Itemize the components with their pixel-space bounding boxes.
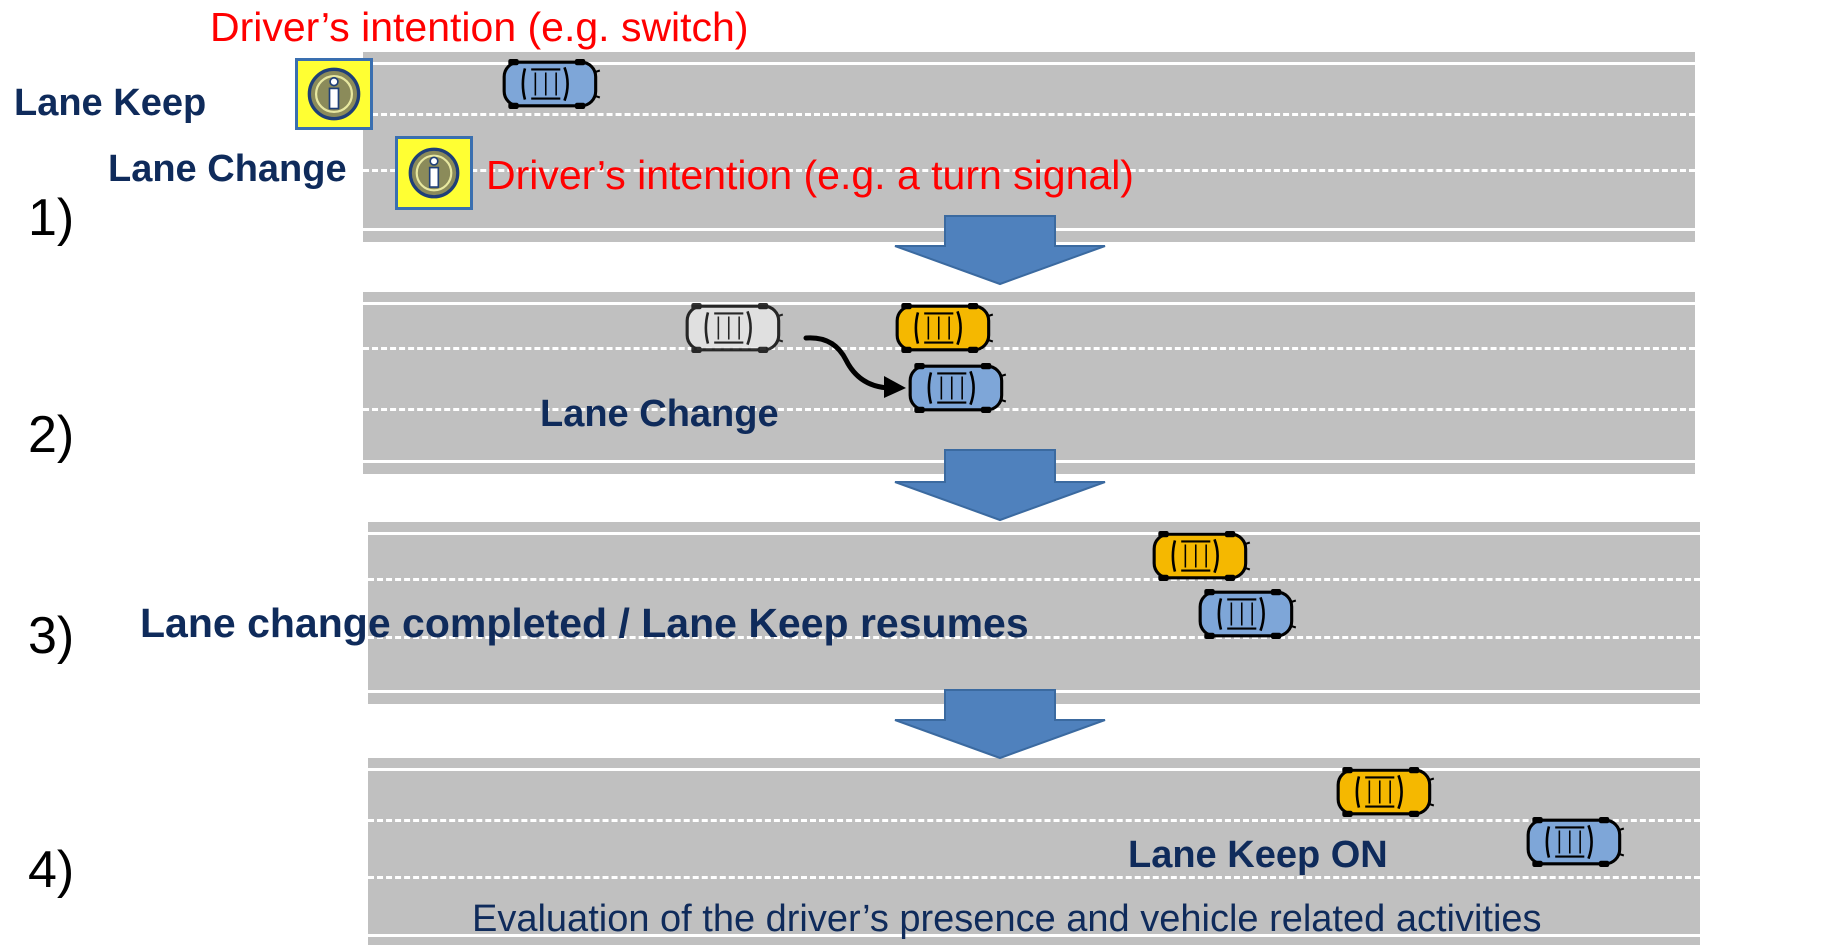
step-number-3: 3) (28, 607, 75, 665)
info-icon (395, 136, 473, 210)
other-car-icon (1334, 766, 1438, 818)
road-edge (368, 532, 1700, 535)
road-edge (363, 302, 1695, 305)
curved-arrow-icon (803, 335, 906, 398)
lane-marking (363, 347, 1695, 350)
down-arrow-icon (894, 689, 1106, 760)
ghost-car-icon (683, 302, 787, 354)
road-edge (363, 62, 1695, 65)
other-car-icon (1150, 530, 1254, 582)
down-arrow-icon (894, 449, 1106, 522)
road-step-4 (368, 758, 1700, 945)
down-arrow-icon (894, 215, 1106, 286)
step-number-2: 2) (28, 406, 75, 464)
ego-car-icon (906, 362, 1010, 414)
lane-marking (368, 819, 1700, 822)
lane-marking (368, 578, 1700, 581)
lane-keep-on-label: Lane Keep ON (1128, 834, 1388, 876)
lane-marking (368, 636, 1700, 639)
intention-turn-signal-label: Driver’s intention (e.g. a turn signal) (486, 152, 1134, 198)
ego-car-icon (1524, 816, 1628, 868)
lane-change-completed-label: Lane change completed / Lane Keep resume… (140, 600, 1029, 646)
road-step-3 (368, 522, 1700, 704)
road-edge (368, 934, 1700, 937)
intention-switch-label: Driver’s intention (e.g. switch) (210, 4, 749, 50)
lane-marking (363, 113, 1695, 116)
step-number-1: 1) (28, 189, 75, 247)
lane-change-label: Lane Change (108, 148, 347, 190)
lane-keep-label: Lane Keep (14, 82, 207, 124)
ego-car-icon (1196, 588, 1300, 640)
lane-change-step2-label: Lane Change (540, 393, 779, 435)
road-step-2 (363, 292, 1695, 474)
lane-marking (363, 169, 1695, 172)
lane-marking (363, 408, 1695, 411)
step-number-4: 4) (28, 841, 75, 899)
ego-car-icon (500, 58, 604, 110)
road-edge (368, 768, 1700, 771)
evaluation-label: Evaluation of the driver’s presence and … (472, 898, 1542, 940)
info-icon (295, 58, 373, 130)
lane-marking (368, 876, 1700, 879)
